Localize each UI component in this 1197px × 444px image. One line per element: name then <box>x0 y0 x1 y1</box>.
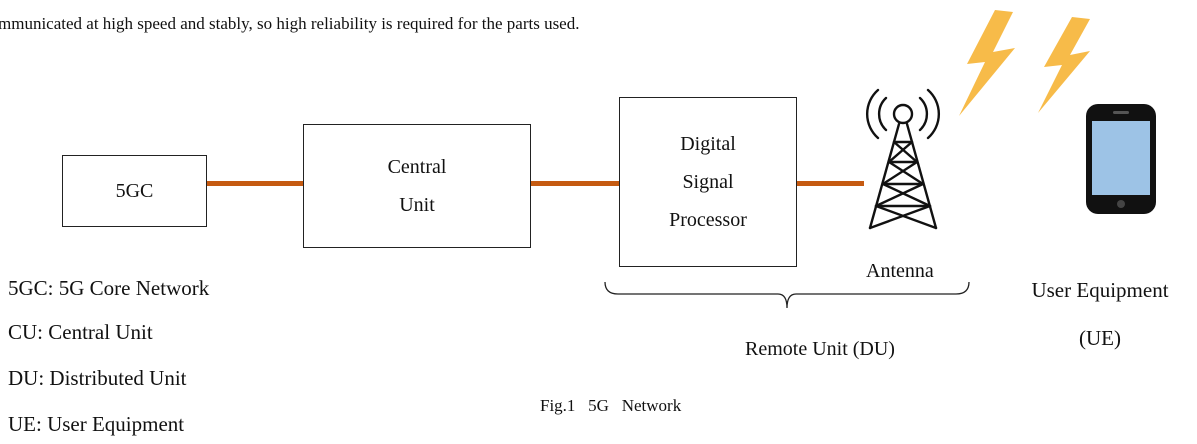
node-central-unit-line-1: Central <box>387 156 447 178</box>
user-equipment-line-1: User Equipment <box>1031 278 1169 302</box>
node-5gc-label: 5GC <box>115 180 154 202</box>
link-core-cu <box>206 181 304 186</box>
antenna-tower-icon <box>865 88 941 230</box>
node-digital-signal-processor: Digital Signal Processor <box>619 97 797 267</box>
antenna-label: Antenna <box>866 260 934 282</box>
node-dsp-line-2: Signal <box>682 171 734 193</box>
legend-item-cu: CU: Central Unit <box>8 320 153 344</box>
lightning-icon <box>1038 17 1090 113</box>
lightning-icon <box>959 10 1015 116</box>
user-equipment-label: User Equipment (UE) <box>1010 266 1190 362</box>
legend-item-du: DU: Distributed Unit <box>8 366 187 390</box>
link-dsp-antenna <box>796 181 864 186</box>
remote-unit-label: Remote Unit (DU) <box>745 338 895 360</box>
node-central-unit-line-2: Unit <box>399 194 435 216</box>
figure-caption: Fig.1 5G Network <box>540 396 682 415</box>
node-dsp-line-3: Processor <box>669 209 747 231</box>
smartphone-icon <box>1086 104 1156 214</box>
intro-text: mmunicated at high speed and stably, so … <box>0 14 580 33</box>
node-dsp-line-1: Digital <box>680 133 736 155</box>
remote-unit-bracket <box>604 281 970 309</box>
legend-item-ue: UE: User Equipment <box>8 412 185 436</box>
legend-item-5gc: 5GC: 5G Core Network <box>8 276 210 300</box>
node-central-unit: Central Unit <box>303 124 531 248</box>
user-equipment-line-2: (UE) <box>1079 326 1121 350</box>
node-5gc: 5GC <box>62 155 207 227</box>
link-cu-dsp <box>530 181 620 186</box>
